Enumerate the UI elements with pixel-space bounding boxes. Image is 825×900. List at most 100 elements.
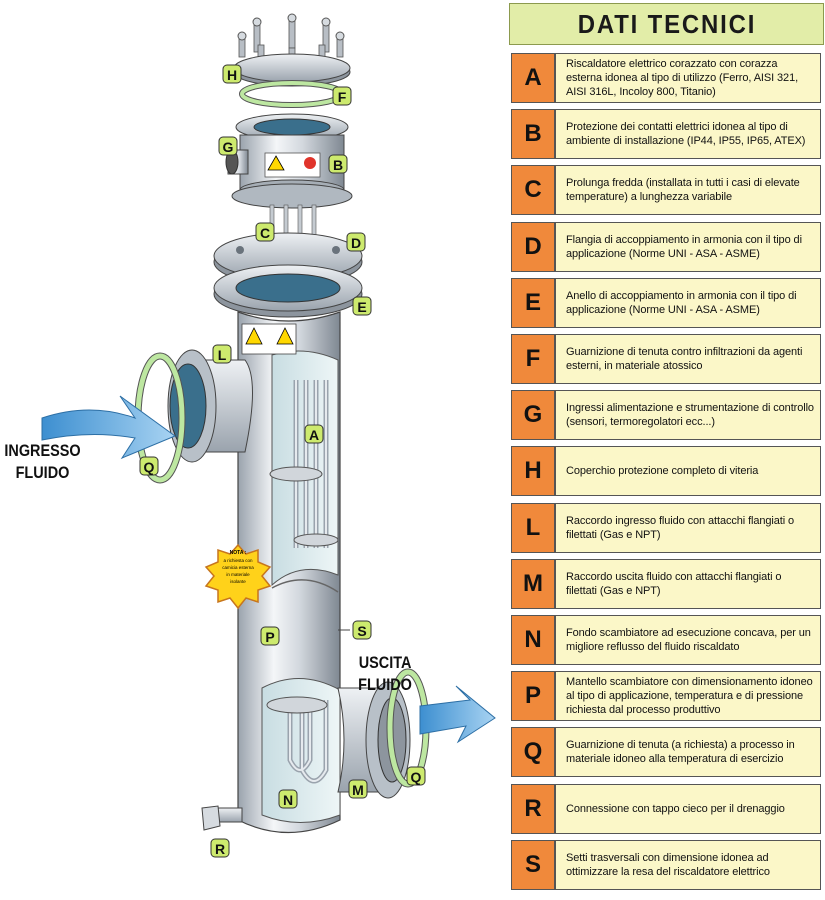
callout-letter: N bbox=[283, 792, 293, 808]
callout-labels: H F G B C D E L A Q P S M Q N R bbox=[139, 64, 426, 858]
callout-letter: M bbox=[352, 782, 364, 798]
callout-b: B bbox=[328, 154, 348, 174]
callout-letter: R bbox=[215, 841, 225, 857]
callout-badge bbox=[222, 64, 242, 84]
callout-badge bbox=[304, 424, 324, 444]
drain-plug-r bbox=[201, 805, 243, 831]
row-description: Riscaldatore elettrico corazzato con cor… bbox=[555, 53, 821, 103]
callout-l: L bbox=[212, 344, 232, 364]
callout-badge bbox=[346, 232, 366, 252]
callout-n: N bbox=[278, 789, 298, 809]
callout-letter: E bbox=[357, 299, 366, 315]
inlet-arrow bbox=[41, 395, 177, 460]
callout-g: G bbox=[218, 136, 238, 156]
flange-d-with-cold-extensions bbox=[213, 183, 363, 286]
note-line-4: in materiale bbox=[226, 572, 250, 577]
row-key: M bbox=[511, 558, 555, 609]
callout-q: Q bbox=[139, 456, 159, 476]
row-description: Anello di accoppiamento in armonia con i… bbox=[555, 277, 821, 328]
callout-badge bbox=[352, 296, 372, 316]
cover-plate-h bbox=[233, 53, 351, 87]
callout-badge bbox=[260, 626, 280, 646]
row-description: Mantello scambiatore con dimensionamento… bbox=[555, 671, 821, 722]
callout-letter: Q bbox=[411, 769, 422, 785]
callout-letter: G bbox=[223, 139, 234, 155]
callout-badge bbox=[332, 86, 352, 106]
outlet-label-line-1: USCITA bbox=[359, 654, 412, 672]
row-description: Protezione dei contatti elettrici idonea… bbox=[555, 109, 821, 160]
callout-letter: F bbox=[338, 89, 347, 105]
callout-p: P bbox=[260, 626, 280, 646]
row-description: Fondo scambiatore ad esecuzione concava,… bbox=[555, 615, 821, 665]
callout-letter: Q bbox=[144, 459, 155, 475]
row-key: Q bbox=[511, 727, 555, 778]
callout-badge bbox=[278, 789, 298, 809]
row-description: Prolunga fredda (installata in tutti i c… bbox=[555, 165, 821, 216]
note-line-1: NOTA : bbox=[230, 550, 247, 556]
callout-c: C bbox=[255, 222, 275, 242]
row-key: D bbox=[511, 221, 555, 272]
outlet-arrow bbox=[419, 685, 496, 744]
note-line-3: camicia esterna bbox=[222, 565, 254, 570]
ring-e bbox=[213, 264, 363, 318]
row-key: H bbox=[511, 446, 555, 497]
heating-elements-a bbox=[266, 380, 339, 784]
callout-badge bbox=[348, 779, 368, 799]
inlet-label-line-1: INGRESSO bbox=[4, 442, 80, 460]
callout-letter: D bbox=[351, 235, 361, 251]
row-key: C bbox=[511, 165, 555, 216]
callout-letter: A bbox=[309, 427, 319, 443]
row-key: N bbox=[511, 615, 555, 665]
callout-badge bbox=[212, 344, 232, 364]
note-line-2: a richiesta con bbox=[223, 558, 253, 563]
callout-badge bbox=[352, 620, 372, 640]
callout-letter: P bbox=[265, 629, 274, 645]
outlet-nozzle-m bbox=[337, 681, 411, 799]
row-key: G bbox=[511, 390, 555, 441]
callout-badge bbox=[255, 222, 275, 242]
row-key: F bbox=[511, 334, 555, 384]
callout-badge bbox=[406, 766, 426, 786]
heater-exploded-diagram: NOTA : a richiesta con camicia esterna i… bbox=[4, 13, 496, 858]
row-description: Connessione con tappo cieco per il drena… bbox=[555, 783, 821, 834]
row-key: R bbox=[511, 783, 555, 834]
baffle-s bbox=[271, 579, 350, 631]
row-description: Guarnizione di tenuta (a richiesta) a pr… bbox=[555, 727, 821, 778]
callout-letter: C bbox=[260, 225, 270, 241]
callout-letter: L bbox=[218, 347, 227, 363]
callout-badge bbox=[210, 838, 230, 858]
callout-letter: S bbox=[357, 623, 366, 639]
note-line-5: isolante bbox=[230, 579, 246, 584]
row-description: Setti trasversali con dimensione idonea … bbox=[555, 839, 821, 890]
row-key: P bbox=[511, 671, 555, 722]
outlet-label-line-2: FLUIDO bbox=[358, 676, 412, 694]
callout-e: E bbox=[352, 296, 372, 316]
row-description: Raccordo ingresso fluido con attacchi fl… bbox=[555, 502, 821, 553]
row-description: Guarnizione di tenuta contro infiltrazio… bbox=[555, 334, 821, 384]
row-key: L bbox=[511, 502, 555, 553]
row-description: Raccordo uscita fluido con attacchi flan… bbox=[555, 558, 821, 609]
callout-letter: H bbox=[227, 67, 237, 83]
row-description: Flangia di accoppiamento in armonia con … bbox=[555, 221, 821, 272]
warning-label-shell bbox=[241, 323, 297, 355]
callout-s: S bbox=[352, 620, 372, 640]
note-starburst: NOTA : a richiesta con camicia esterna i… bbox=[204, 543, 272, 610]
table-title: DATI TECNICI bbox=[509, 3, 824, 45]
row-description: Coperchio protezione completo di viteria bbox=[555, 446, 821, 497]
